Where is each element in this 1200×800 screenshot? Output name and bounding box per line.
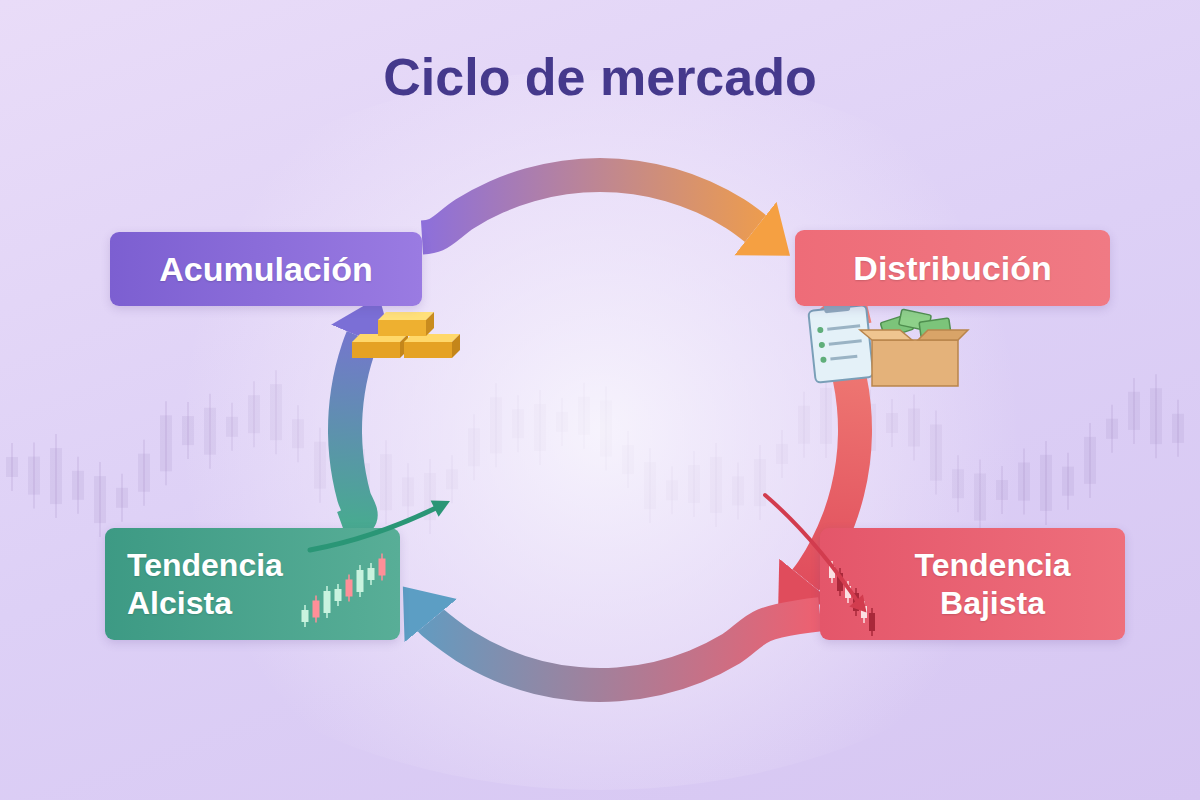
background-candle bbox=[1128, 392, 1140, 430]
candle bbox=[335, 589, 342, 601]
center-glow bbox=[80, 70, 1120, 790]
cycle-arrow bbox=[422, 175, 755, 238]
candle bbox=[302, 610, 309, 622]
phase-box: Tendencia Alcista bbox=[105, 528, 400, 640]
candle bbox=[346, 580, 353, 597]
phase-box: Acumulación bbox=[110, 232, 422, 306]
phase-box: Distribución bbox=[795, 230, 1110, 306]
money-box-icon bbox=[860, 309, 968, 386]
candle bbox=[368, 568, 375, 580]
trend-arrow bbox=[310, 506, 440, 550]
background-candle bbox=[50, 448, 62, 504]
background-candle bbox=[1172, 414, 1184, 443]
candle bbox=[324, 591, 331, 613]
trend-arrowhead bbox=[849, 595, 866, 613]
diagram-title: Ciclo de mercado bbox=[0, 46, 1200, 108]
cycle-arrow bbox=[343, 338, 363, 528]
phase-label: Distribución bbox=[853, 248, 1051, 289]
phase-label: Tendencia Alcista bbox=[127, 546, 327, 623]
trend-arrowhead bbox=[431, 501, 450, 517]
candle bbox=[313, 601, 320, 618]
candle bbox=[869, 613, 875, 631]
background-candle bbox=[6, 457, 18, 477]
trend-arrow bbox=[765, 495, 860, 605]
phase-label: Acumulación bbox=[159, 249, 372, 290]
cycle-arrow bbox=[431, 614, 820, 685]
gold-bars-icon bbox=[352, 312, 460, 358]
clipboard-icon bbox=[808, 299, 874, 383]
phase-box: Tendencia Bajista bbox=[820, 528, 1125, 640]
background-candle bbox=[1150, 388, 1162, 444]
candle bbox=[379, 559, 386, 576]
background-candle bbox=[72, 471, 84, 500]
candlestick-icon bbox=[105, 528, 400, 640]
candlestick-icon bbox=[820, 528, 1125, 640]
candle bbox=[357, 570, 364, 592]
background-candle bbox=[28, 457, 40, 495]
phase-label: Tendencia Bajista bbox=[883, 546, 1103, 623]
